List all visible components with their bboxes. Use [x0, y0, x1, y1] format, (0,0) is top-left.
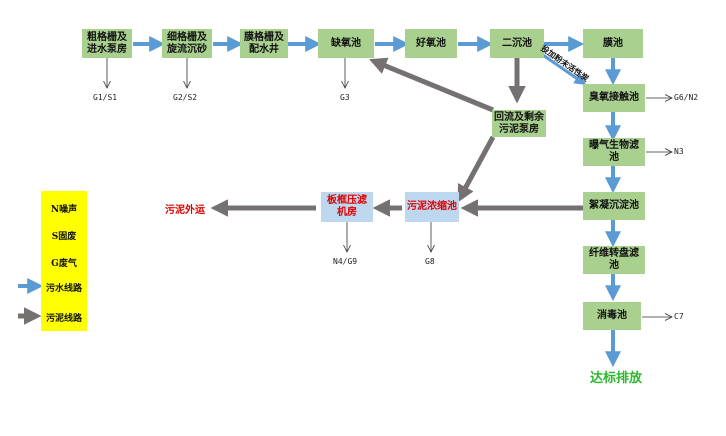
legend-sludge-line: 污泥线路 — [45, 314, 82, 324]
box-label: 污泥浓缩池 — [407, 201, 457, 212]
box-label: 粗格栅及 进水泵房 — [87, 31, 127, 55]
sludge-arrow — [457, 135, 496, 203]
disinfection-box: 消毒池 — [583, 302, 641, 330]
discharge-label: 达标排放 — [590, 371, 643, 386]
box-label: 回流及剩余 污泥泵房 — [494, 111, 544, 135]
legend-noise: N噪声 — [50, 205, 78, 215]
box-label: 缺氧池 — [331, 37, 361, 49]
emission-label-n3: N3 — [674, 147, 684, 156]
coagulation-box: 絮凝沉淀池 — [583, 192, 645, 220]
box-label: 絮凝沉淀池 — [589, 200, 639, 211]
secondary-clarifier-box: 二沉池 — [490, 29, 544, 58]
box-label: 细格栅及 旋流沉砂 — [167, 31, 207, 55]
coarse-screen-box: 粗格栅及 进水泵房 — [82, 29, 132, 58]
filter-press-room-box: 板框压滤 机房 — [321, 192, 373, 222]
emission-label-g3: G3 — [340, 93, 350, 102]
box-label: 曝气生物滤池 — [589, 140, 639, 163]
emission-label-g8: G8 — [425, 257, 435, 266]
sludge-out-label: 污泥外运 — [165, 205, 205, 216]
aerobic-tank-box: 好氧池 — [405, 29, 457, 58]
legend: N噪声 S固废 G废气 污水线路 污泥线路 — [41, 191, 87, 331]
box-label: 板框压滤 机房 — [327, 195, 367, 218]
sludge-thickener-box: 污泥浓缩池 — [405, 192, 459, 222]
emission-label-g6n2: G6/N2 — [674, 93, 699, 102]
box-label: 膜池 — [603, 37, 623, 49]
ozone-contact-box: 臭氧接触池 — [583, 84, 645, 112]
membrane-tank-box: 膜池 — [583, 29, 643, 58]
box-label: 臭氧接触池 — [589, 92, 639, 103]
box-label: 纤维转盘滤池 — [589, 248, 639, 271]
emission-label-c7: C7 — [674, 312, 684, 321]
box-label: 二沉池 — [502, 37, 532, 49]
legend-waste-gas: G废气 — [51, 259, 77, 269]
legend-solid-waste: S固废 — [51, 232, 77, 242]
return-sludge-pump-box: 回流及剩余 污泥泵房 — [492, 110, 546, 137]
legend-water-line: 污水线路 — [45, 284, 82, 294]
emission-label-n4g9: N4/G9 — [333, 257, 358, 266]
box-label: 好氧池 — [416, 37, 446, 49]
emission-label-g2s2: G2/S2 — [173, 93, 198, 102]
baf-box: 曝气生物滤池 — [583, 138, 645, 166]
carbon-dosing-arrow — [539, 51, 587, 86]
fiber-disc-filter-box: 纤维转盘滤池 — [583, 246, 645, 274]
fine-screen-box: 细格栅及 旋流沉砂 — [162, 29, 212, 58]
emission-label-g1s1: G1/S1 — [93, 93, 118, 102]
sludge-return-arrow — [369, 57, 494, 113]
box-label: 膜格栅及 配水井 — [244, 31, 284, 55]
box-label: 消毒池 — [597, 310, 627, 321]
anoxic-tank-box: 缺氧池 — [318, 29, 374, 58]
membrane-screen-box: 膜格栅及 配水井 — [240, 29, 288, 58]
